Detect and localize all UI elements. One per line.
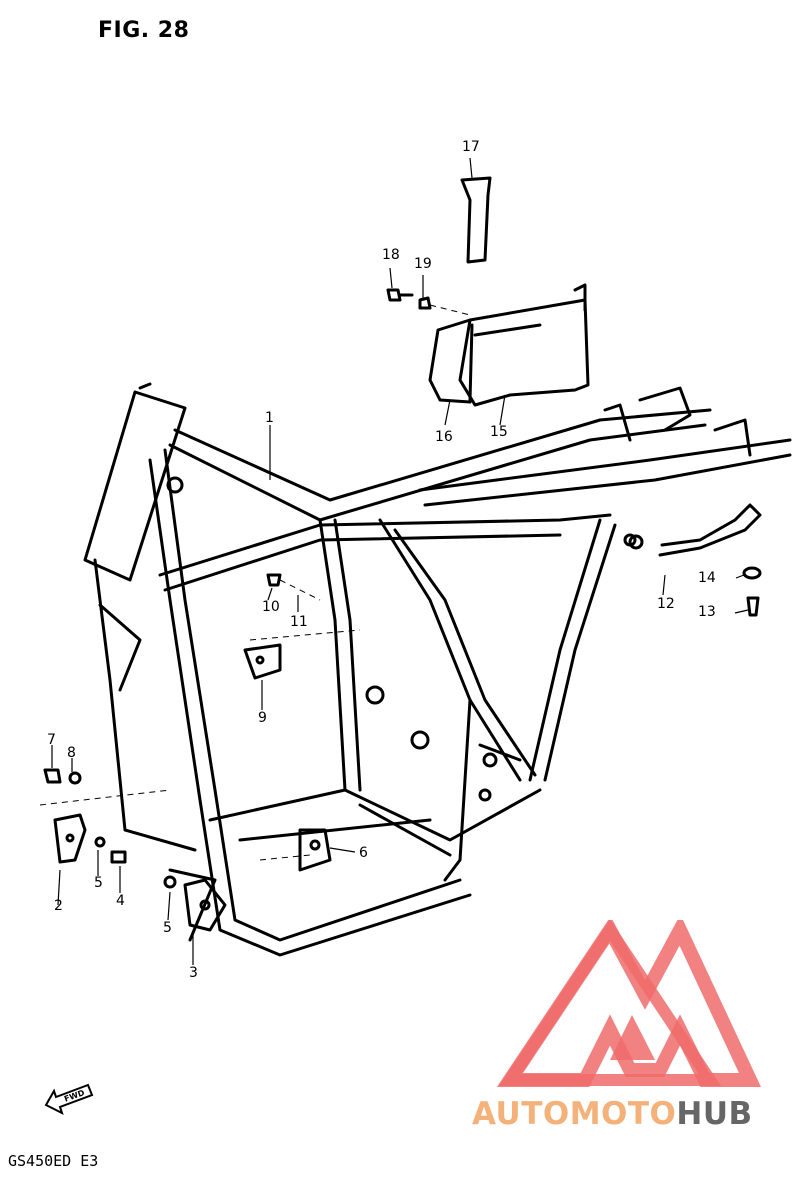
steering-head [83,390,187,582]
callout-4: 4 [116,893,125,909]
callout-9: 9 [258,710,267,726]
fwd-arrow-icon: FWD [44,1083,94,1115]
callout-7: 7 [47,732,56,748]
battery-strap [460,176,492,264]
watermark-text: AUTOMOTOHUB [472,1096,753,1132]
callout-11: 11 [290,614,308,630]
callout-3: 3 [189,965,198,981]
callout-14: 14 [698,570,716,586]
callout-6: 6 [359,845,368,861]
callout-5b: 5 [163,920,172,936]
callout-8: 8 [67,745,76,761]
callout-10: 10 [262,599,280,615]
callout-12: 12 [657,596,675,612]
model-code: GS450ED E3 [8,1152,99,1170]
callout-13: 13 [698,604,716,620]
automotohub-logo [496,920,761,1087]
callout-19: 19 [414,256,432,272]
callout-15: 15 [490,424,508,440]
callout-1: 1 [265,410,274,426]
callout-2: 2 [54,898,63,914]
callout-18: 18 [382,247,400,263]
front-downtube [163,448,462,942]
callout-17: 17 [462,139,480,155]
watermark-text-left: AUTOMOTO [472,1096,677,1132]
callout-16: 16 [435,429,453,445]
watermark-text-right: HUB [676,1096,753,1132]
battery-case [458,298,590,407]
callout-5a: 5 [94,875,103,891]
main-rail-upper [173,408,712,502]
figure-title: FIG. 28 [98,18,190,43]
